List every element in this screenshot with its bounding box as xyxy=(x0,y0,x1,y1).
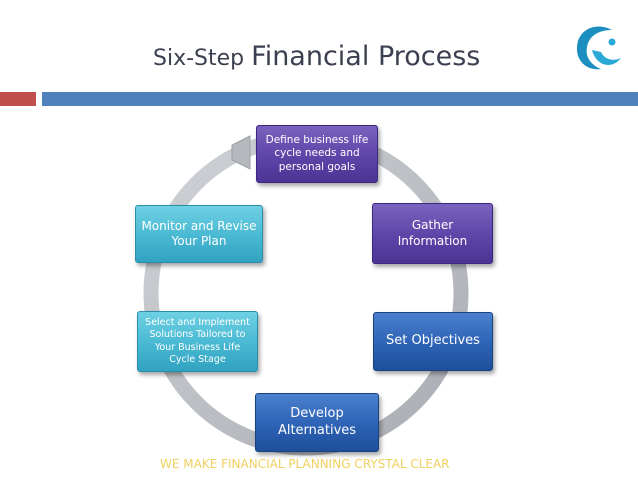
title-part-2: Financial Process xyxy=(251,41,481,72)
step-monitor-revise-label: Monitor and Revise Your Plan xyxy=(141,218,257,248)
header-accent-blue xyxy=(42,92,638,106)
step-select-implement-label: Select and Implement Solutions Tailored … xyxy=(145,316,250,365)
step-set-objectives: Set Objectives xyxy=(373,312,493,371)
step-gather-information: Gather Information xyxy=(372,203,493,264)
step-select-implement: Select and Implement Solutions Tailored … xyxy=(137,311,258,372)
step-define-goals-label: Define business life cycle needs and per… xyxy=(265,133,369,173)
footer-tagline: WE MAKE FINANCIAL PLANNING CRYSTAL CLEAR xyxy=(160,457,450,471)
company-logo-icon xyxy=(576,26,621,70)
step-develop-alternatives: Develop Alternatives xyxy=(255,393,379,452)
header-accent-red xyxy=(0,92,36,106)
title-part-1: Six-Step xyxy=(153,46,252,71)
step-set-objectives-label: Set Objectives xyxy=(386,333,480,349)
cycle-arrowhead-icon xyxy=(231,135,251,170)
step-monitor-revise: Monitor and Revise Your Plan xyxy=(135,205,263,263)
page-title: Six-Step Financial Process xyxy=(153,38,480,70)
step-develop-alternatives-label: Develop Alternatives xyxy=(277,405,357,438)
step-define-goals: Define business life cycle needs and per… xyxy=(256,125,378,183)
step-gather-information-label: Gather Information xyxy=(397,218,468,248)
